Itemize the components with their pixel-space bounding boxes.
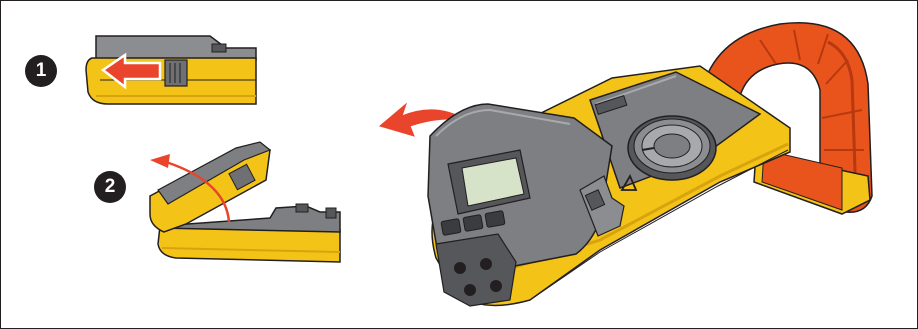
input-jack-4: [490, 280, 502, 292]
step-1-detail: [86, 36, 256, 104]
meter-button-2: [463, 215, 483, 232]
step-2-badge: 2: [94, 171, 126, 203]
meter-button-1: [441, 219, 461, 236]
meter-button-3: [485, 211, 505, 228]
step-2-detail: [150, 142, 340, 262]
clamp-meter: [428, 23, 872, 306]
input-jack-3: [464, 284, 476, 296]
input-jack-2: [480, 258, 492, 270]
step-1-badge: 1: [25, 55, 57, 87]
input-jack-1: [454, 262, 466, 274]
rotary-dial: [628, 116, 716, 180]
